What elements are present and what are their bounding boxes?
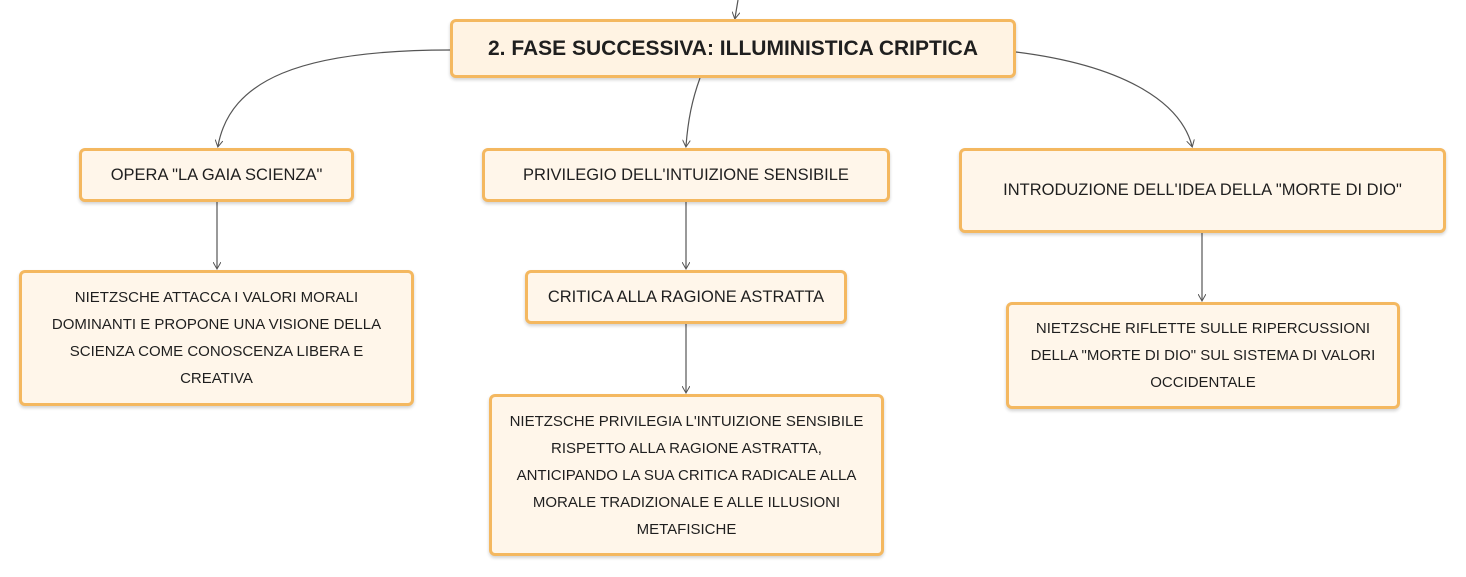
branch-node-intuizione-sensibile[interactable]: PRIVILEGIO DELL'INTUIZIONE SENSIBILE: [482, 148, 890, 202]
root-node[interactable]: 2. FASE SUCCESSIVA: ILLUMINISTICA CRIPTI…: [450, 19, 1016, 78]
branch-node-gaia-scienza[interactable]: OPERA "LA GAIA SCIENZA": [79, 148, 354, 202]
branch-node-label: PRIVILEGIO DELL'INTUIZIONE SENSIBILE: [523, 165, 849, 184]
sub-node-label: CRITICA ALLA RAGIONE ASTRATTA: [547, 287, 825, 306]
detail-node-label: NIETZSCHE PRIVILEGIA L'INTUIZIONE SENSIB…: [509, 412, 864, 538]
detail-node-gaia-scienza[interactable]: NIETZSCHE ATTACCA I VALORI MORALI DOMINA…: [19, 270, 414, 406]
connector-incoming: [735, 0, 738, 18]
connector-root-to-branch-3: [1015, 51, 1192, 146]
branch-node-label: OPERA "LA GAIA SCIENZA": [110, 165, 323, 184]
detail-node-label: NIETZSCHE RIFLETTE SULLE RIPERCUSSIONI D…: [1030, 320, 1376, 391]
branch-node-morte-di-dio[interactable]: INTRODUZIONE DELL'IDEA DELLA "MORTE DI D…: [959, 148, 1446, 233]
branch-node-label: INTRODUZIONE DELL'IDEA DELLA "MORTE DI D…: [1003, 181, 1402, 199]
root-node-label: 2. FASE SUCCESSIVA: ILLUMINISTICA CRIPTI…: [487, 36, 979, 60]
detail-node-label: NIETZSCHE ATTACCA I VALORI MORALI DOMINA…: [51, 289, 382, 387]
sub-node-critica-ragione[interactable]: CRITICA ALLA RAGIONE ASTRATTA: [525, 270, 847, 324]
connector-root-to-branch-1: [218, 49, 451, 146]
detail-node-morte-di-dio[interactable]: NIETZSCHE RIFLETTE SULLE RIPERCUSSIONI D…: [1006, 302, 1400, 409]
connector-root-to-branch-2: [686, 77, 701, 146]
detail-node-intuizione-sensibile[interactable]: NIETZSCHE PRIVILEGIA L'INTUIZIONE SENSIB…: [489, 394, 884, 556]
